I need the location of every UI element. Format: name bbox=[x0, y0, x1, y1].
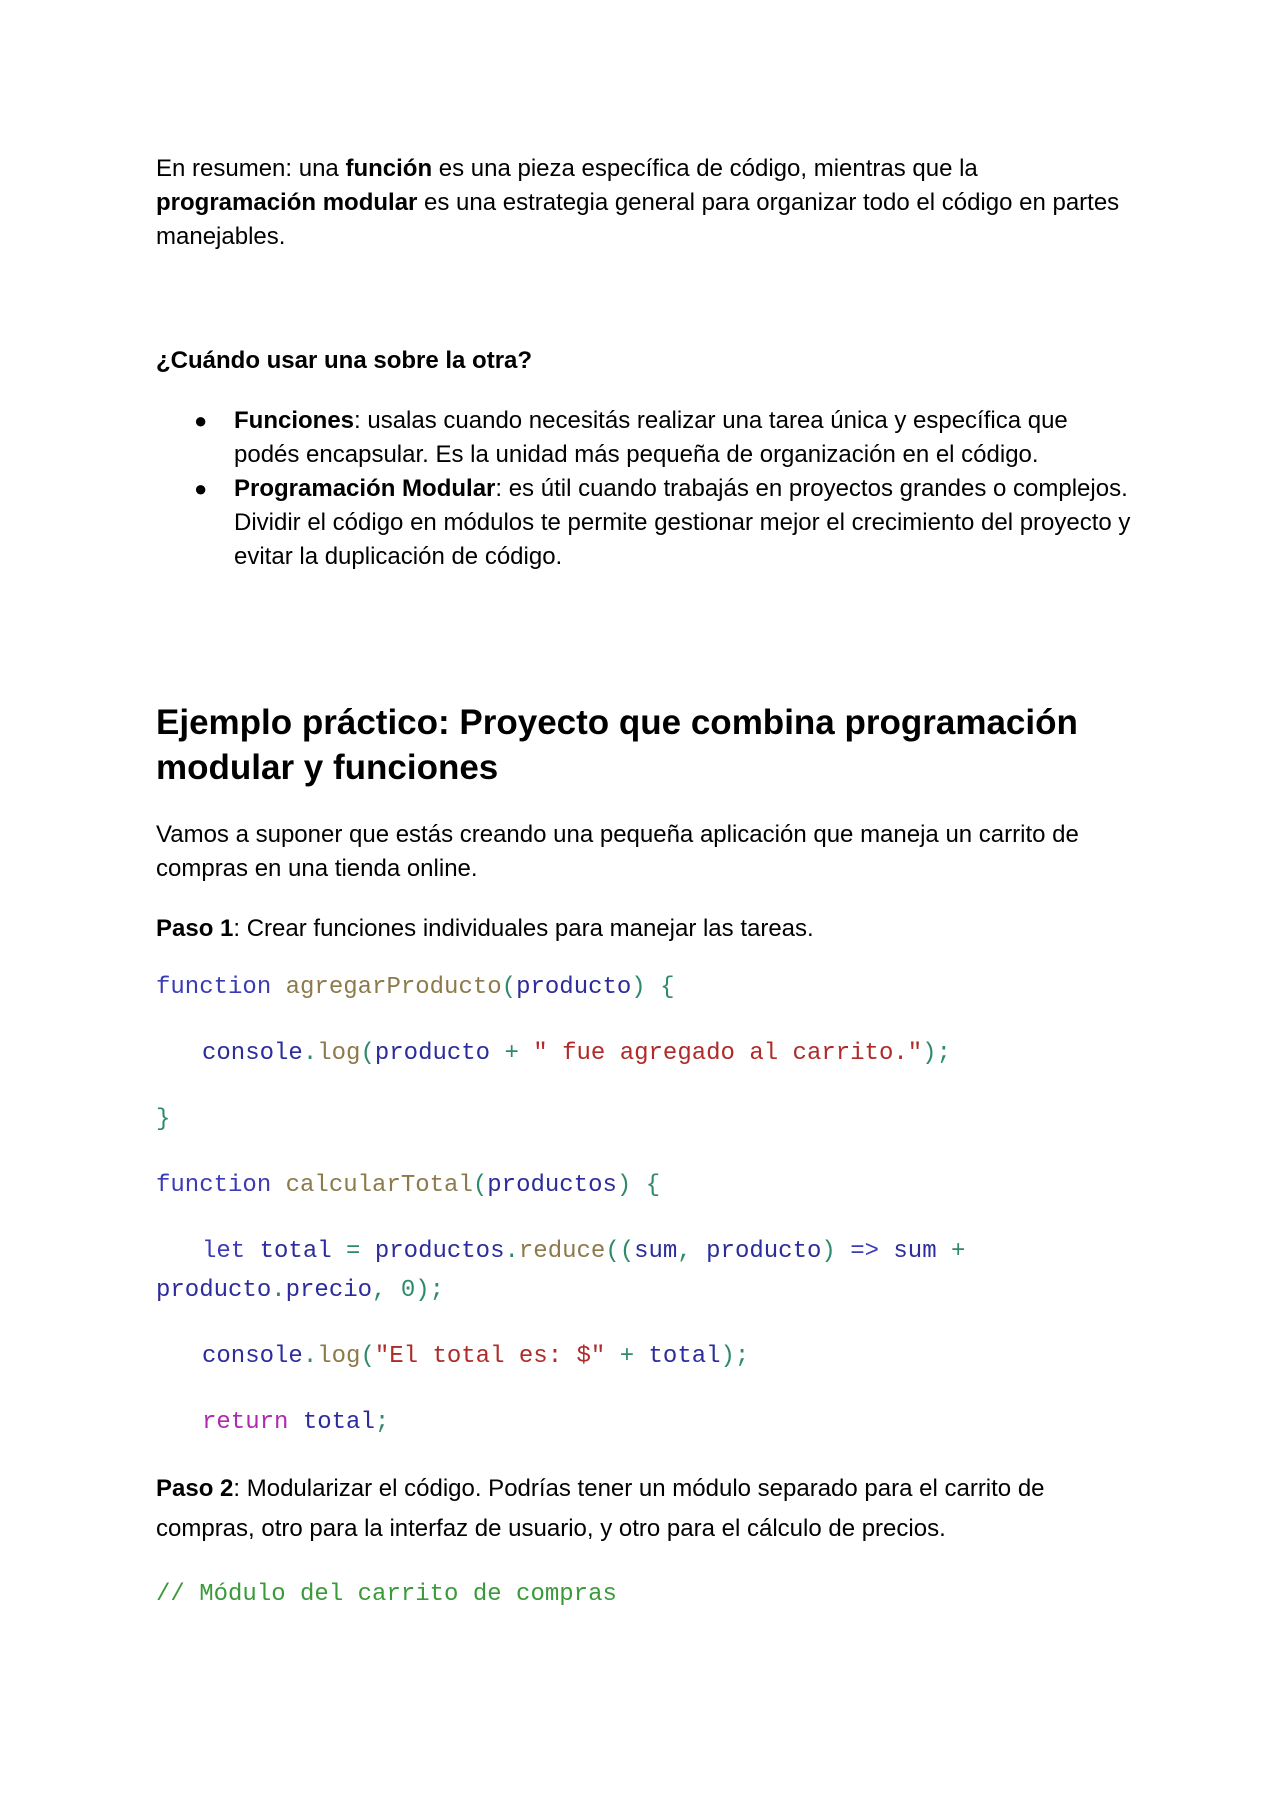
code-param: productos bbox=[487, 1172, 617, 1199]
code-identifier: total bbox=[648, 1343, 721, 1370]
code-identifier: producto bbox=[374, 1040, 491, 1067]
code-line: console.log("El total es: $" + total); bbox=[202, 1343, 750, 1370]
paso2-text: : Modularizar el código. Podrías tener u… bbox=[156, 1475, 1045, 1542]
summary-text: es una pieza específica de código, mient… bbox=[432, 155, 978, 182]
bullet-list: ● Funciones: usalas cuando necesitás real… bbox=[156, 404, 1131, 574]
summary-text: En resumen: una bbox=[156, 155, 346, 182]
bullet-icon: ● bbox=[194, 408, 208, 433]
summary-paragraph: En resumen: una función es una pieza esp… bbox=[156, 152, 1131, 254]
code-function-name: calcularTotal bbox=[285, 1172, 473, 1199]
bullet-text: : usalas cuando necesitás realizar una t… bbox=[234, 407, 1068, 468]
bullet-term: Funciones bbox=[234, 407, 355, 434]
example-intro: Vamos a suponer que estás creando una pe… bbox=[156, 821, 1079, 882]
code-identifier: total bbox=[302, 1409, 375, 1436]
list-item: ● Programación Modular: es útil cuando tr… bbox=[156, 472, 1131, 574]
code-line: function agregarProducto(producto) { bbox=[156, 974, 675, 1001]
paso1-paragraph: Paso 1: Crear funciones individuales par… bbox=[156, 912, 1131, 946]
code-keyword: function bbox=[156, 1172, 272, 1199]
code-line: console.log(producto + " fue agregado al… bbox=[202, 1040, 951, 1067]
code-method: reduce bbox=[518, 1238, 606, 1265]
code-line: } bbox=[156, 1106, 171, 1133]
summary-text: es una estrategia general para organizar… bbox=[156, 189, 1120, 250]
code-param: producto bbox=[516, 974, 632, 1001]
bullet-text: : es útil cuando trabajás en proyectos g… bbox=[234, 475, 1131, 570]
bullet-icon: ● bbox=[194, 476, 208, 501]
paso2-label: Paso 2 bbox=[156, 1475, 234, 1502]
code-operator: + bbox=[504, 1040, 519, 1067]
code-keyword: function bbox=[156, 974, 272, 1001]
code-operator: + bbox=[619, 1343, 635, 1370]
when-heading: ¿Cuándo usar una sobre la otra? bbox=[156, 347, 533, 374]
paso1-label: Paso 1 bbox=[156, 915, 234, 942]
code-operator: => bbox=[850, 1238, 879, 1265]
code-method: log bbox=[317, 1040, 361, 1067]
code-string: "El total es: $" bbox=[374, 1343, 606, 1370]
code-line: producto.precio, 0); bbox=[156, 1277, 445, 1304]
code-identifier: producto bbox=[706, 1238, 822, 1265]
code-function-name: agregarProducto bbox=[285, 974, 502, 1001]
summary-bold-funcion: función bbox=[345, 155, 433, 182]
code-method: log bbox=[317, 1343, 361, 1370]
code-keyword: let bbox=[202, 1238, 246, 1265]
code-identifier: precio bbox=[285, 1277, 373, 1304]
code-comment: // Módulo del carrito de compras bbox=[156, 1581, 617, 1608]
code-line: return total; bbox=[202, 1409, 390, 1436]
code-identifier: producto bbox=[156, 1277, 272, 1304]
code-identifier: sum bbox=[893, 1238, 937, 1265]
bullet-term: Programación Modular bbox=[234, 475, 496, 502]
summary-bold-programacion: programación modular bbox=[156, 189, 418, 216]
code-line: function calcularTotal(productos) { bbox=[156, 1172, 661, 1199]
code-identifier: productos bbox=[374, 1238, 505, 1265]
code-operator: = bbox=[346, 1238, 361, 1265]
code-line: let total = productos.reduce((sum, produ… bbox=[202, 1238, 966, 1265]
code-string: " fue agregado al carrito." bbox=[533, 1040, 923, 1067]
example-heading: Ejemplo práctico: Proyecto que combina p… bbox=[156, 703, 1078, 787]
paso1-text: : Crear funciones individuales para mane… bbox=[233, 915, 814, 942]
code-keyword: return bbox=[202, 1409, 289, 1436]
code-number: 0 bbox=[400, 1277, 416, 1304]
paso2-paragraph: Paso 2: Modularizar el código. Podrías t… bbox=[156, 1469, 1131, 1549]
code-identifier: sum bbox=[634, 1238, 678, 1265]
code-identifier: total bbox=[259, 1238, 332, 1265]
code-operator: + bbox=[951, 1238, 966, 1265]
code-identifier: console bbox=[202, 1343, 303, 1370]
list-item: ● Funciones: usalas cuando necesitás real… bbox=[156, 404, 1131, 472]
code-identifier: console bbox=[202, 1040, 303, 1067]
